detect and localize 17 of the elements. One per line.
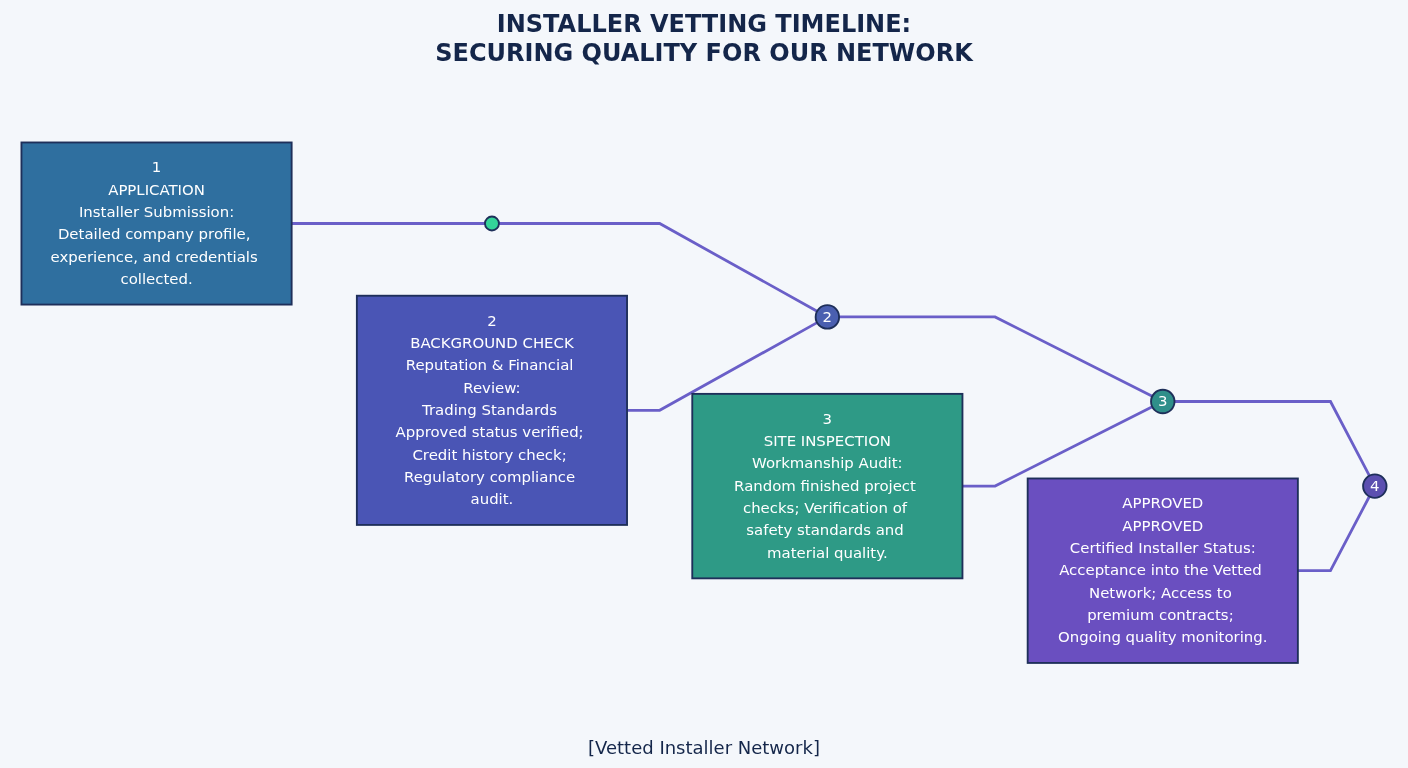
- connector: [962, 405, 1153, 488]
- connector: [1297, 495, 1371, 572]
- node-circle: [484, 215, 500, 232]
- connector: [627, 321, 818, 412]
- node-box: 2 BACKGROUND CHECK Reputation & Financial Review: Trading Standards Approved status verified; Credit history check; Regulatory compliance audit.: [355, 294, 628, 526]
- node-box: 1 APPLICATION Installer Submission: Detailed company profile, experience, and credentials collected.: [20, 141, 293, 306]
- connector: [498, 221, 818, 313]
- connector: [1174, 399, 1371, 476]
- diagram-title: INSTALLER VETTING TIMELINE: SECURING QUALITY FOR OUR NETWORK: [434, 10, 975, 68]
- caption: [Vetted Installer Network]: [588, 737, 820, 758]
- node-circle: 2: [814, 303, 840, 330]
- connector: [839, 315, 1153, 398]
- node-circle: 3: [1150, 388, 1176, 414]
- node-circle: 4: [1362, 473, 1388, 499]
- node-box: APPROVED APPROVED Certified Installer Status: Acceptance into the Vetted Network; Access to premium contracts; Ongoing quality monitoring.: [1026, 477, 1299, 664]
- node-box: 3 SITE INSPECTION Workmanship Audit: Random finished project checks; Verification of safety standards and material quality.: [691, 392, 964, 579]
- connector: [291, 221, 485, 225]
